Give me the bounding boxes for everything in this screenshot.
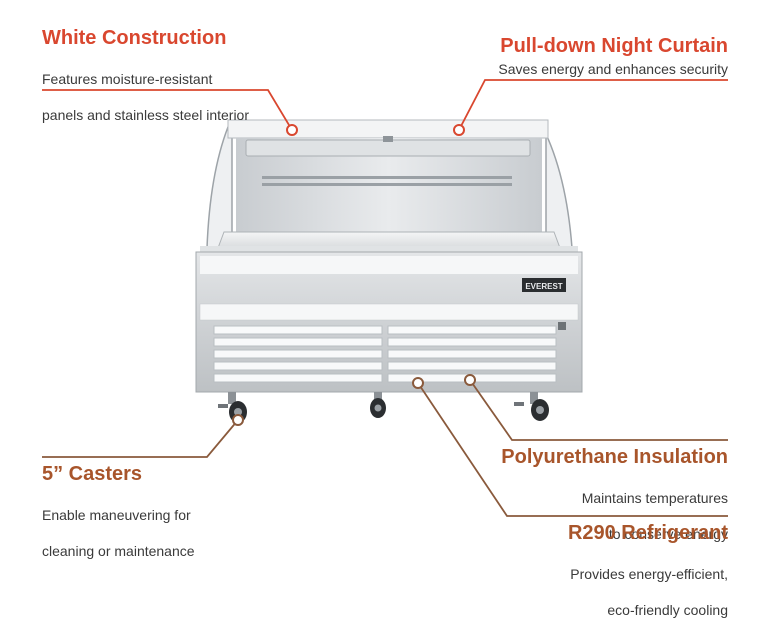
desc-line: cleaning or maintenance bbox=[42, 543, 195, 559]
leader-insulation bbox=[469, 379, 728, 441]
desc-line: panels and stainless steel interior bbox=[42, 107, 250, 123]
brand-badge-text: EVEREST bbox=[525, 282, 562, 291]
callout-night-curtain: Pull-down Night Curtain Saves energy and… bbox=[498, 34, 728, 78]
leader-night-curtain bbox=[458, 79, 728, 131]
callout-casters: 5” Casters Enable maneuvering for cleani… bbox=[42, 462, 195, 560]
desc-line: Provides energy-efficient, bbox=[570, 566, 728, 582]
callout-title: White Construction bbox=[42, 27, 227, 49]
desc-line: to conserve energy bbox=[608, 526, 728, 542]
callout-description: Maintains temperatures to conserve energ… bbox=[501, 471, 728, 543]
cabinet-body: EVEREST bbox=[195, 251, 583, 393]
desc-line: eco-friendly cooling bbox=[607, 602, 728, 618]
callout-description: Provides energy-efficient, eco-friendly … bbox=[568, 547, 728, 619]
desc-line: Enable maneuvering for bbox=[42, 507, 191, 523]
marker-insulation bbox=[464, 374, 476, 386]
front-grille bbox=[213, 325, 557, 383]
marker-refrigerant bbox=[412, 377, 424, 389]
leader-white-construction bbox=[42, 89, 293, 131]
desc-line: Features moisture-resistant bbox=[42, 71, 213, 87]
marker-white-construction bbox=[286, 124, 298, 136]
callout-insulation: Polyurethane Insulation Maintains temper… bbox=[501, 445, 728, 543]
callout-title: 5” Casters bbox=[42, 463, 143, 485]
callout-description: Features moisture-resistant panels and s… bbox=[42, 52, 249, 124]
leader-refrigerant bbox=[417, 382, 728, 517]
marker-casters bbox=[232, 414, 244, 426]
callout-description: Enable maneuvering for cleaning or maint… bbox=[42, 488, 195, 560]
callout-title: Pull-down Night Curtain bbox=[500, 35, 728, 57]
desc-line: Maintains temperatures bbox=[581, 490, 728, 506]
callout-white-construction: White Construction Features moisture-res… bbox=[42, 26, 249, 124]
callout-description: Saves energy and enhances security bbox=[498, 61, 728, 77]
callout-title: Polyurethane Insulation bbox=[501, 446, 728, 468]
marker-night-curtain bbox=[453, 124, 465, 136]
leader-casters bbox=[42, 419, 239, 458]
display-canopy bbox=[200, 119, 578, 252]
callout-title: R290 Refrigerant bbox=[567, 522, 728, 544]
callout-refrigerant: R290 Refrigerant Provides energy-efficie… bbox=[568, 521, 728, 619]
